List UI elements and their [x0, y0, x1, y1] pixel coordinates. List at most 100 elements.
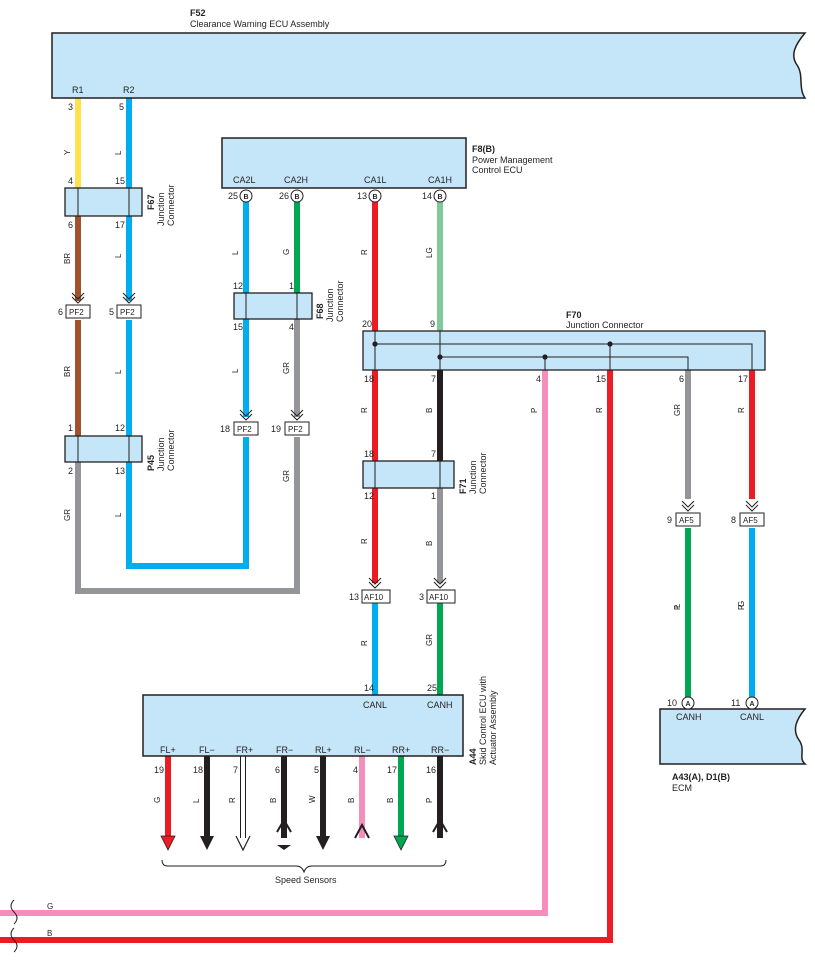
svg-text:R: R — [737, 604, 746, 610]
f8-letter-1: B — [244, 194, 249, 201]
a44-pin-canh: CANH — [427, 700, 453, 710]
f8-name-2: Control ECU — [472, 165, 523, 175]
svg-text:12: 12 — [364, 491, 374, 501]
svg-text:13: 13 — [349, 592, 359, 602]
svg-text:W: W — [308, 795, 317, 803]
svg-text:R: R — [228, 797, 237, 803]
svg-text:5: 5 — [314, 765, 319, 775]
svg-text:GR: GR — [425, 634, 434, 646]
svg-text:16: 16 — [426, 765, 436, 775]
p45-code: P45 — [146, 455, 156, 471]
svg-text:P: P — [425, 798, 434, 803]
svg-text:12: 12 — [233, 281, 243, 291]
ecm-code: A43(A), D1(B) — [672, 772, 730, 782]
svg-text:3: 3 — [419, 592, 424, 602]
svg-text:7: 7 — [233, 765, 238, 775]
pf2-connector-3: PF2 — [233, 409, 259, 436]
svg-text:1: 1 — [431, 491, 436, 501]
f8-code: F8(B) — [472, 144, 495, 154]
f52-name: Clearance Warning ECU Assembly — [190, 19, 330, 29]
svg-text:15: 15 — [115, 176, 125, 186]
a44-pin-fl-plus: FL+ — [160, 745, 176, 755]
svg-text:15: 15 — [233, 322, 243, 332]
svg-text:4: 4 — [353, 765, 358, 775]
svg-text:18: 18 — [364, 374, 374, 384]
svg-text:PF2: PF2 — [120, 308, 135, 317]
svg-text:6: 6 — [679, 374, 684, 384]
f8-letter-4: B — [438, 194, 443, 201]
af5-connector-1: AF5 — [675, 500, 701, 527]
f67-name-1: Junction — [156, 192, 166, 226]
f67-code: F67 — [146, 194, 156, 210]
f70-name: Junction Connector — [566, 320, 644, 330]
svg-text:5: 5 — [119, 102, 124, 112]
f68-code: F68 — [315, 303, 325, 319]
svg-text:18: 18 — [220, 424, 230, 434]
af5-connector-2: AF5 — [739, 500, 765, 527]
svg-text:6: 6 — [275, 765, 280, 775]
f52-ecu: F52 Clearance Warning ECU Assembly R1 R2 — [51, 8, 807, 99]
svg-text:R: R — [595, 407, 604, 413]
f68-name-1: Junction — [325, 288, 335, 322]
f70-code: F70 — [566, 310, 582, 320]
svg-text:4: 4 — [536, 374, 541, 384]
svg-text:9: 9 — [430, 319, 435, 329]
a44-pin-rl-plus: RL+ — [315, 745, 332, 755]
f8-pin-ca1l: CA1L — [364, 175, 387, 185]
svg-text:4: 4 — [289, 322, 294, 332]
svg-text:18: 18 — [364, 449, 374, 459]
svg-text:BR: BR — [63, 253, 72, 264]
svg-text:12: 12 — [115, 423, 125, 433]
inline-connectors: PF2 PF2 PF2 PF2 AF10 AF10 — [65, 292, 765, 604]
svg-text:25: 25 — [427, 683, 437, 693]
ecm-letter-1: A — [686, 701, 691, 708]
svg-text:18: 18 — [193, 765, 203, 775]
speed-sensors-brace: Speed Sensors — [161, 859, 447, 885]
svg-text:L: L — [114, 512, 123, 517]
f52-code: F52 — [190, 8, 206, 18]
svg-text:6: 6 — [58, 307, 63, 317]
svg-text:15: 15 — [596, 374, 606, 384]
speed-sensors-label: Speed Sensors — [275, 875, 337, 885]
svg-text:AF10: AF10 — [364, 593, 384, 602]
f8-ecu: F8(B) Power Management Control ECU CA2L … — [221, 137, 553, 203]
svg-text:25: 25 — [228, 191, 238, 201]
a44-pin-rl-minus: RL− — [354, 745, 371, 755]
svg-text:5: 5 — [109, 307, 114, 317]
svg-text:B: B — [269, 798, 278, 803]
svg-text:13: 13 — [357, 191, 367, 201]
svg-text:3: 3 — [68, 102, 73, 112]
f71-name-2: Connector — [478, 452, 488, 494]
svg-text:2: 2 — [68, 466, 73, 476]
f8-pin-ca1h: CA1H — [428, 175, 452, 185]
svg-text:B: B — [347, 798, 356, 803]
svg-text:L: L — [231, 368, 240, 373]
f8-name-1: Power Management — [472, 155, 553, 165]
a44-pin-fl-minus: FL− — [199, 745, 215, 755]
svg-text:17: 17 — [738, 374, 748, 384]
svg-text:11: 11 — [731, 698, 740, 708]
ecm-pin-canl: CANL — [740, 712, 764, 722]
svg-text:R: R — [360, 407, 369, 413]
svg-text:R: R — [360, 538, 369, 544]
a44-name-2: Actuator Assembly — [488, 690, 498, 765]
af10-connector-1: AF10 — [361, 577, 391, 604]
a44-ecu: A44 Skid Control ECU with Actuator Assem… — [142, 676, 498, 765]
a44-pin-canl: CANL — [363, 700, 387, 710]
p45-name-1: Junction — [156, 437, 166, 471]
svg-text:7: 7 — [431, 374, 436, 384]
svg-text:10: 10 — [667, 698, 677, 708]
svg-text:GR: GR — [63, 509, 72, 521]
pin-numbers: 3 5 4 15 6 17 6 5 1 12 2 13 25 26 13 14 … — [58, 102, 748, 775]
svg-text:LG: LG — [425, 247, 434, 258]
a44-code: A44 — [468, 748, 478, 765]
a44-pin-fr-minus: FR− — [276, 745, 293, 755]
svg-text:B: B — [386, 798, 395, 803]
wire-color-labels: Y L BR L BR L GR L L G L GR GR R LG R B … — [47, 149, 746, 938]
svg-text:R: R — [737, 407, 746, 413]
svg-text:7: 7 — [431, 449, 436, 459]
f71-junction: F71 Junction Connector — [362, 452, 488, 494]
svg-text:4: 4 — [68, 176, 73, 186]
p45-junction: P45 Junction Connector — [64, 429, 176, 471]
